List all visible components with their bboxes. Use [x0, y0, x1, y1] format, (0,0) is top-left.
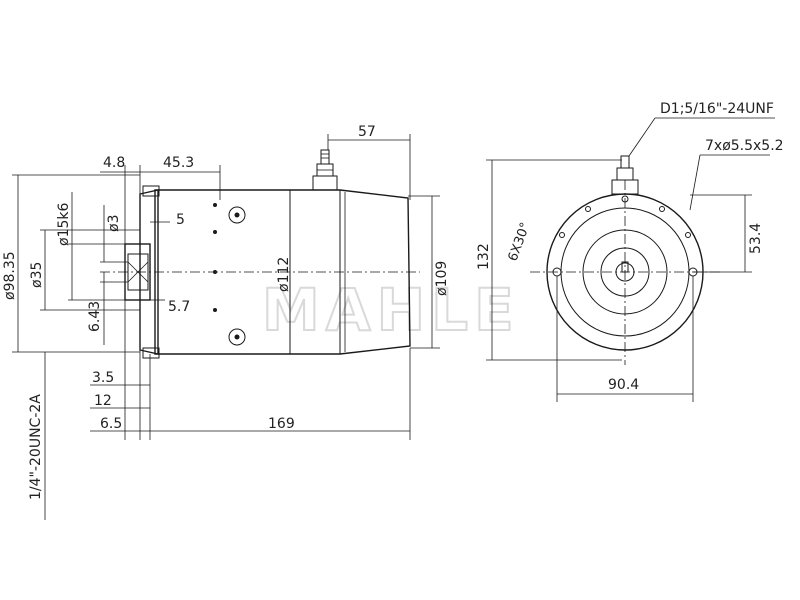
end-view: D1;5/16"-24UNF 7xø5.5x5.2 6X30° 132 53.4…: [476, 101, 784, 402]
thread-top-label: D1;5/16"-24UNF: [660, 101, 774, 117]
side-view: 57 4.8 45.3 ø15k6 ø3 5 ø98.35 ø35 6.: [2, 124, 450, 520]
dim-45-3: 45.3: [163, 155, 194, 171]
watermark: MAHLE: [262, 276, 520, 344]
dim-d98-35: ø98.35: [2, 251, 18, 300]
dim-5: 5: [176, 212, 185, 228]
dim-132: 132: [476, 243, 492, 270]
dim-5-7: 5.7: [168, 299, 190, 315]
dim-d35: ø35: [29, 262, 45, 288]
angle-label: 6X30°: [506, 220, 534, 263]
dim-90-4: 90.4: [608, 377, 639, 393]
holes-label: 7xø5.5x5.2: [705, 138, 784, 154]
dim-6-5: 6.5: [100, 416, 122, 432]
terminal-stud: [312, 149, 338, 191]
dim-3-5: 3.5: [92, 370, 114, 386]
dim-d3: ø3: [106, 215, 122, 232]
dim-d112: ø112: [276, 257, 292, 292]
dim-4-8: 4.8: [103, 155, 125, 171]
dim-169: 169: [268, 416, 295, 432]
dim-d109: ø109: [434, 261, 450, 296]
dim-57: 57: [358, 124, 376, 140]
dim-d15k6: ø15k6: [56, 203, 72, 246]
dim-12: 12: [94, 393, 112, 409]
dim-53-4: 53.4: [748, 223, 764, 254]
thread-left-label: 1/4"-20UNC-2A: [28, 394, 44, 500]
dim-6-43: 6.43: [87, 301, 103, 332]
